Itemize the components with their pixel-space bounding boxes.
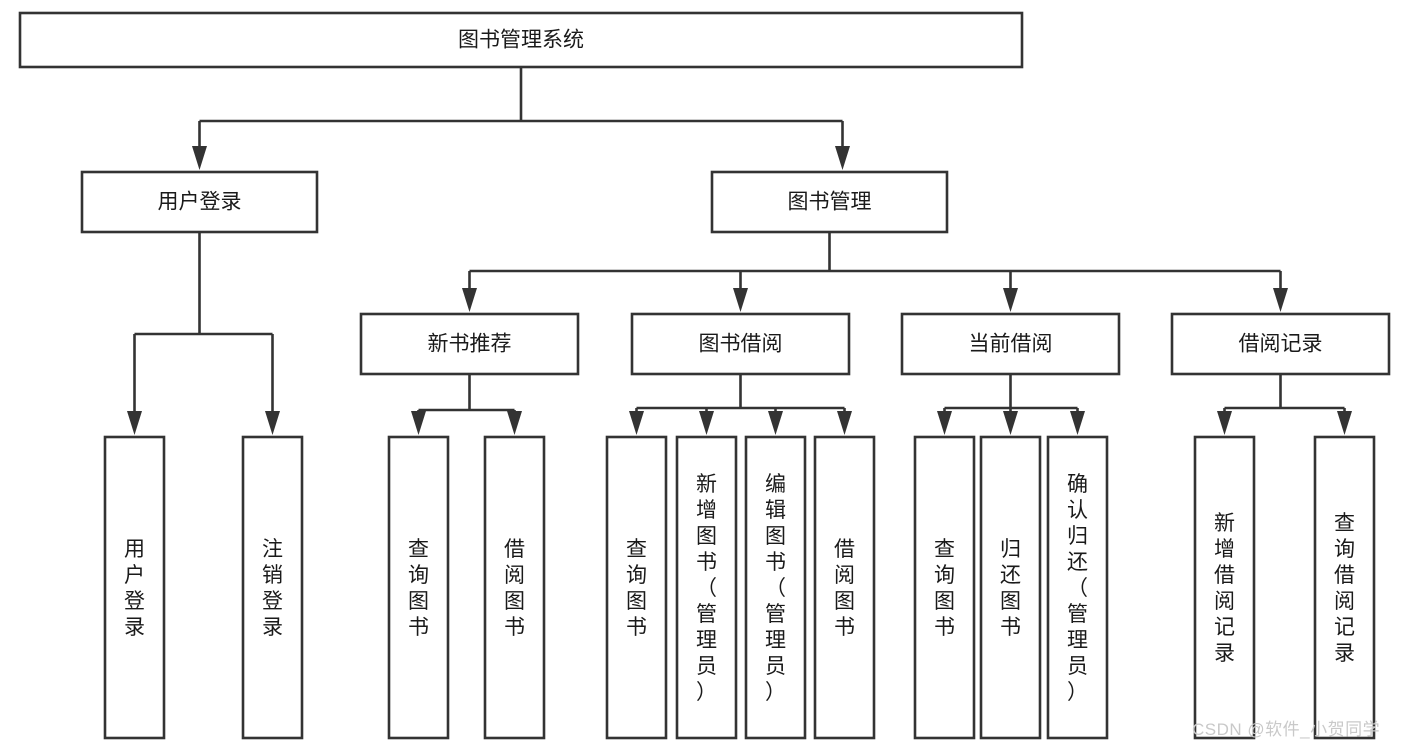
leaf-user-login-box[interactable] <box>103 435 166 740</box>
leaf-confirm-return-admin-label: 确认归还（管理员） <box>1067 473 1088 704</box>
leaf-logout-login-box[interactable] <box>241 435 304 740</box>
leaf-node-query-book-rec[interactable]: 查询图书 <box>387 435 450 740</box>
node-new-book-recommend-box[interactable] <box>359 312 580 376</box>
leaf-add-borrow-record-box[interactable] <box>1193 435 1256 740</box>
arrow-head-leaf-user-login <box>127 411 142 435</box>
arrow-head-leaf-edit-book-admin <box>768 411 783 435</box>
node-book-borrow-label: 图书借阅 <box>699 333 783 356</box>
node-user-login[interactable]: 用户登录 <box>80 170 319 234</box>
leaf-query-book-rec-box[interactable] <box>387 435 450 740</box>
leaf-node-logout-login[interactable]: 注销登录 <box>241 435 304 740</box>
leaf-return-book-box[interactable] <box>979 435 1042 740</box>
leaf-logout-login-label: 注销登录 <box>262 538 283 639</box>
node-book-borrow-box[interactable] <box>630 312 851 376</box>
connector-group-book-borrow <box>629 374 852 435</box>
arrow-head-borrow-record <box>1273 288 1288 312</box>
arrow-head-leaf-logout-login <box>265 411 280 435</box>
leaf-query-book-rec-label: 查询图书 <box>408 538 429 639</box>
leaf-add-book-admin-label: 新增图书（管理员） <box>696 473 717 704</box>
node-book-manage-label: 图书管理 <box>788 191 872 214</box>
leaf-user-login-label: 用户登录 <box>124 538 145 639</box>
node-current-borrow-box[interactable] <box>900 312 1121 376</box>
leaf-query-book-bor-label: 查询图书 <box>626 538 647 639</box>
leaf-edit-book-admin-label: 编辑图书（管理员） <box>765 473 786 704</box>
leaf-node-edit-book-admin[interactable]: 编辑图书（管理员） <box>744 435 807 740</box>
arrow-head-leaf-add-borrow-record <box>1217 411 1232 435</box>
arrow-head-current-borrow <box>1003 288 1018 312</box>
leaf-borrow-book-bor-label: 借阅图书 <box>834 538 855 639</box>
leaf-node-borrow-book-bor[interactable]: 借阅图书 <box>813 435 876 740</box>
leaf-node-confirm-return-admin[interactable]: 确认归还（管理员） <box>1046 435 1109 740</box>
connector-group-book-manage <box>462 232 1288 312</box>
connector-group-current-borrow <box>937 374 1085 435</box>
node-root[interactable]: 图书管理系统 <box>18 11 1024 69</box>
leaf-node-add-borrow-record[interactable]: 新增借阅记录 <box>1193 435 1256 740</box>
arrow-head-book-borrow <box>733 288 748 312</box>
node-book-manage[interactable]: 图书管理 <box>710 170 949 234</box>
leaf-borrow-book-rec-label: 借阅图书 <box>504 538 525 639</box>
node-root-box[interactable] <box>18 11 1024 69</box>
leaf-query-book-cur-label: 查询图书 <box>934 538 955 639</box>
node-user-login-box[interactable] <box>80 170 319 234</box>
leaf-node-borrow-book-rec[interactable]: 借阅图书 <box>483 435 546 740</box>
arrow-head-leaf-borrow-book-rec <box>507 411 522 435</box>
leaf-node-add-book-admin[interactable]: 新增图书（管理员） <box>675 435 738 740</box>
arrow-head-leaf-query-borrow-record <box>1337 411 1352 435</box>
leaf-node-user-login[interactable]: 用户登录 <box>103 435 166 740</box>
arrow-head-leaf-query-book-rec <box>411 411 426 435</box>
leaf-add-book-admin-box[interactable] <box>675 435 738 740</box>
arrow-head-leaf-return-book <box>1003 411 1018 435</box>
leaf-add-borrow-record-label: 新增借阅记录 <box>1214 512 1235 665</box>
node-current-borrow-label: 当前借阅 <box>969 333 1053 356</box>
leaf-confirm-return-admin-box[interactable] <box>1046 435 1109 740</box>
arrow-head-leaf-query-book-cur <box>937 411 952 435</box>
leaf-return-book-label: 归还图书 <box>1000 538 1021 639</box>
leaf-borrow-book-rec-box[interactable] <box>483 435 546 740</box>
leaf-query-borrow-record-label: 查询借阅记录 <box>1334 512 1355 665</box>
node-borrow-record[interactable]: 借阅记录 <box>1170 312 1391 376</box>
node-new-book-recommend-label: 新书推荐 <box>428 333 512 356</box>
leaf-node-query-book-cur[interactable]: 查询图书 <box>913 435 976 740</box>
node-book-manage-box[interactable] <box>710 170 949 234</box>
node-borrow-record-label: 借阅记录 <box>1239 333 1323 356</box>
node-new-book-recommend[interactable]: 新书推荐 <box>359 312 580 376</box>
leaf-query-book-cur-box[interactable] <box>913 435 976 740</box>
leaf-query-borrow-record-box[interactable] <box>1313 435 1376 740</box>
arrow-head-book-manage <box>835 146 850 170</box>
connector-group-root <box>192 67 850 170</box>
arrow-head-leaf-confirm-return-admin <box>1070 411 1085 435</box>
arrow-head-user-login <box>192 146 207 170</box>
leaf-node-query-borrow-record[interactable]: 查询借阅记录 <box>1313 435 1376 740</box>
node-borrow-record-box[interactable] <box>1170 312 1391 376</box>
node-current-borrow[interactable]: 当前借阅 <box>900 312 1121 376</box>
node-user-login-label: 用户登录 <box>158 191 242 214</box>
connector-group-user-login <box>127 232 280 435</box>
node-root-label: 图书管理系统 <box>458 29 584 52</box>
leaf-node-return-book[interactable]: 归还图书 <box>979 435 1042 740</box>
arrow-head-leaf-borrow-book-bor <box>837 411 852 435</box>
arrow-head-leaf-add-book-admin <box>699 411 714 435</box>
arrow-head-leaf-query-book-bor <box>629 411 644 435</box>
leaf-borrow-book-bor-box[interactable] <box>813 435 876 740</box>
node-book-borrow[interactable]: 图书借阅 <box>630 312 851 376</box>
leaf-query-book-bor-box[interactable] <box>605 435 668 740</box>
arrow-head-new-book-recommend <box>462 288 477 312</box>
leaf-edit-book-admin-box[interactable] <box>744 435 807 740</box>
connector-group-borrow-record <box>1217 374 1352 435</box>
connector-group-new-book-recommend <box>411 374 522 435</box>
leaf-node-query-book-bor[interactable]: 查询图书 <box>605 435 668 740</box>
csdn-watermark: CSDN @软件_小贺同学 <box>1192 720 1381 739</box>
